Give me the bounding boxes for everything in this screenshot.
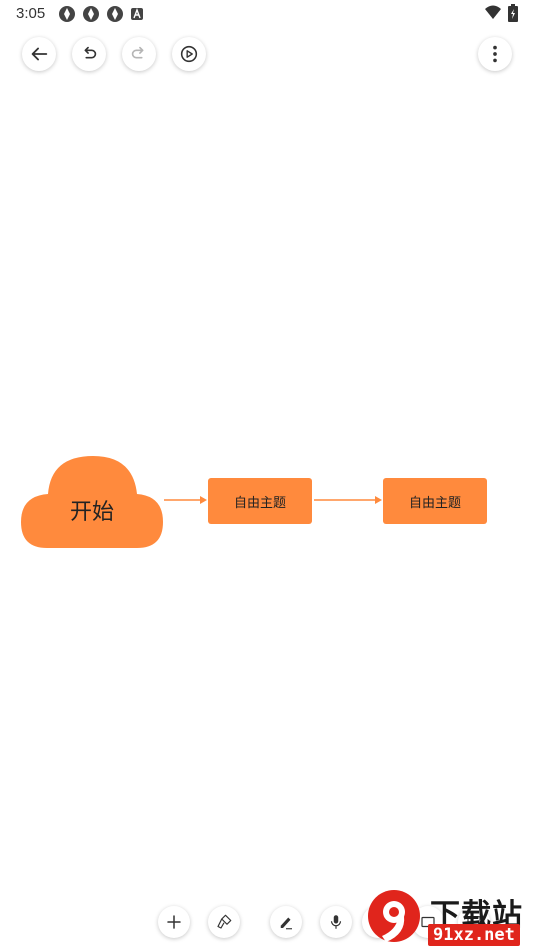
notification-icon: [59, 6, 75, 22]
undo-button[interactable]: [72, 37, 106, 71]
redo-button[interactable]: [122, 37, 156, 71]
notification-icon: [83, 6, 99, 22]
draw-button[interactable]: [270, 906, 302, 938]
status-bar: 3:05: [0, 0, 534, 28]
status-icons-left: [58, 5, 144, 23]
undo-icon: [84, 46, 97, 59]
topic-node[interactable]: 自由主题: [383, 478, 487, 524]
a-icon: [131, 8, 143, 20]
connector-line: [314, 496, 382, 504]
topic-label: 自由主题: [408, 495, 461, 511]
back-button[interactable]: [22, 37, 56, 71]
topic-label: 自由主题: [233, 495, 286, 511]
root-topic-label: 开始: [69, 500, 114, 525]
status-time: 3:05: [16, 5, 46, 22]
voice-button[interactable]: [320, 906, 352, 938]
watermark-logo: [368, 890, 420, 942]
topic-node[interactable]: 自由主题: [208, 478, 312, 524]
add-icon: [167, 915, 181, 929]
redo-icon: [131, 46, 144, 59]
wifi-icon: [485, 5, 501, 19]
pen-icon: [280, 917, 292, 930]
paint-brush-icon: [217, 914, 232, 929]
microphone-icon: [330, 915, 342, 929]
more-button[interactable]: [478, 37, 512, 71]
format-painter-button[interactable]: [208, 906, 240, 938]
play-button[interactable]: [172, 37, 206, 71]
more-icon: [493, 45, 497, 63]
back-icon: [31, 47, 48, 61]
watermark: 下载站 91xz.net: [362, 888, 534, 950]
play-icon: [180, 45, 198, 63]
battery-icon: [508, 4, 518, 22]
notification-icon: [107, 6, 123, 22]
root-topic-cloud[interactable]: [21, 456, 163, 548]
connector-line: [164, 496, 207, 504]
add-topic-button[interactable]: [158, 906, 190, 938]
watermark-domain: 91xz.net: [428, 924, 520, 946]
status-icons-right: [484, 4, 518, 22]
